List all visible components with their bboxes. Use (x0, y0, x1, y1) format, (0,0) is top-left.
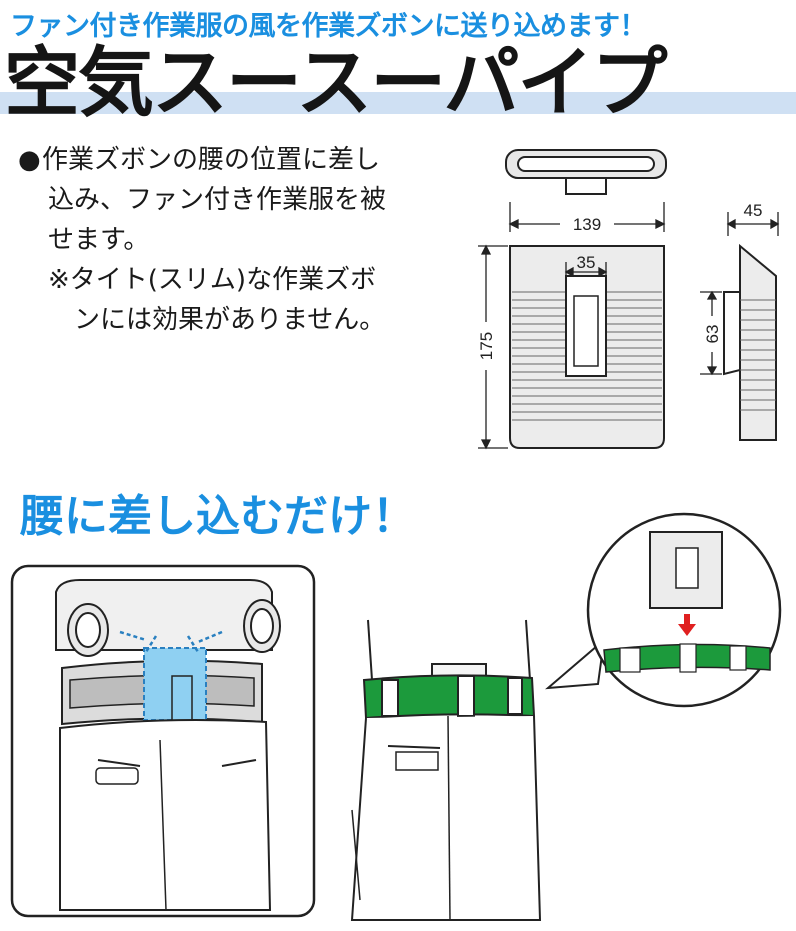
front-view (509, 245, 665, 449)
description-line-3: せます。 (48, 225, 150, 255)
catchphrase: ファン付き作業服の風を作業ズボンに送り込めます！ (10, 11, 647, 42)
down-arrow-icon (678, 614, 696, 636)
side-view (723, 243, 777, 441)
bullet-icon: ● (18, 145, 41, 175)
front-wearing-illustration (10, 564, 316, 918)
depth-label: 45 (744, 201, 763, 220)
fan-icon (67, 599, 281, 657)
title-highlight-band (0, 92, 796, 114)
product-description: ●作業ズボンの腰の位置に差し 込み、ファン付き作業服を被 せます。 ※タイト(ス… (18, 140, 468, 340)
clip-height-label: 63 (703, 325, 722, 344)
width-dimension (508, 202, 666, 232)
height-label: 175 (477, 332, 496, 360)
description-line-1: ●作業ズボンの腰の位置に差し (18, 140, 468, 180)
width-label: 139 (573, 215, 601, 234)
back-wearing-illustration (350, 619, 542, 921)
top-view (505, 149, 667, 195)
note-line-1: ※タイト(スリム)な作業ズボ (48, 265, 377, 295)
sub-heading: 腰に差し込むだけ！ (20, 491, 416, 542)
product-title: 空気スースーパイプ (4, 38, 667, 127)
note-line-2: ンには効果がありません。 (74, 305, 386, 335)
description-line-2: 込み、ファン付き作業服を被 (48, 185, 387, 215)
clip-width-label: 35 (577, 253, 596, 272)
zoom-detail (545, 512, 782, 708)
